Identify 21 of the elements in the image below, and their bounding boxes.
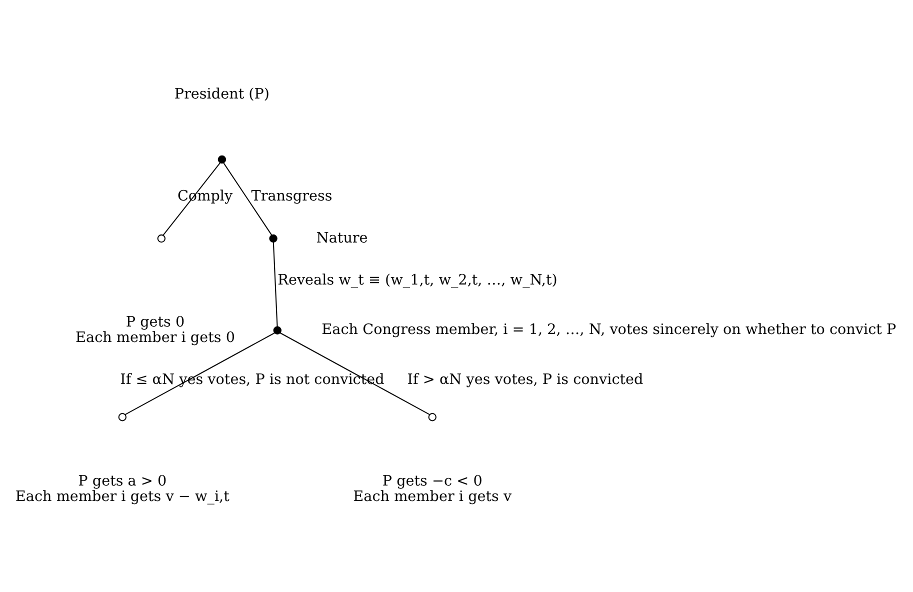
node-label: Each member i gets 0: [76, 330, 235, 346]
node-label: Each member i gets v: [353, 488, 512, 505]
node-label: P gets 0: [126, 314, 185, 330]
node-circle: [157, 234, 166, 243]
edge-label: If > αN yes votes, P is convicted: [407, 372, 644, 388]
edge-label: Transgress: [251, 188, 332, 204]
node-label: P gets a > 0: [78, 474, 167, 490]
connector: [223, 162, 272, 236]
node-label: Each member i gets v − w_i,t: [15, 488, 230, 505]
node-circle: [273, 326, 282, 334]
node-label: P gets −c < 0: [382, 474, 482, 490]
node-label: Each Congress member, i = 1, 2, …, N, votes sincerely on whether to convict P: [322, 322, 896, 338]
node-label: Nature: [316, 230, 368, 246]
node-label: President (P): [174, 86, 270, 103]
node-circle: [428, 413, 436, 422]
node-circle: [218, 155, 226, 164]
connector: [272, 242, 278, 327]
edge-label: Reveals w_t ≡ (w_1,t, w_2,t, …, w_N,t): [278, 272, 558, 288]
connector: [124, 332, 275, 416]
node-circle: [269, 234, 278, 243]
node-circle: [118, 413, 127, 422]
